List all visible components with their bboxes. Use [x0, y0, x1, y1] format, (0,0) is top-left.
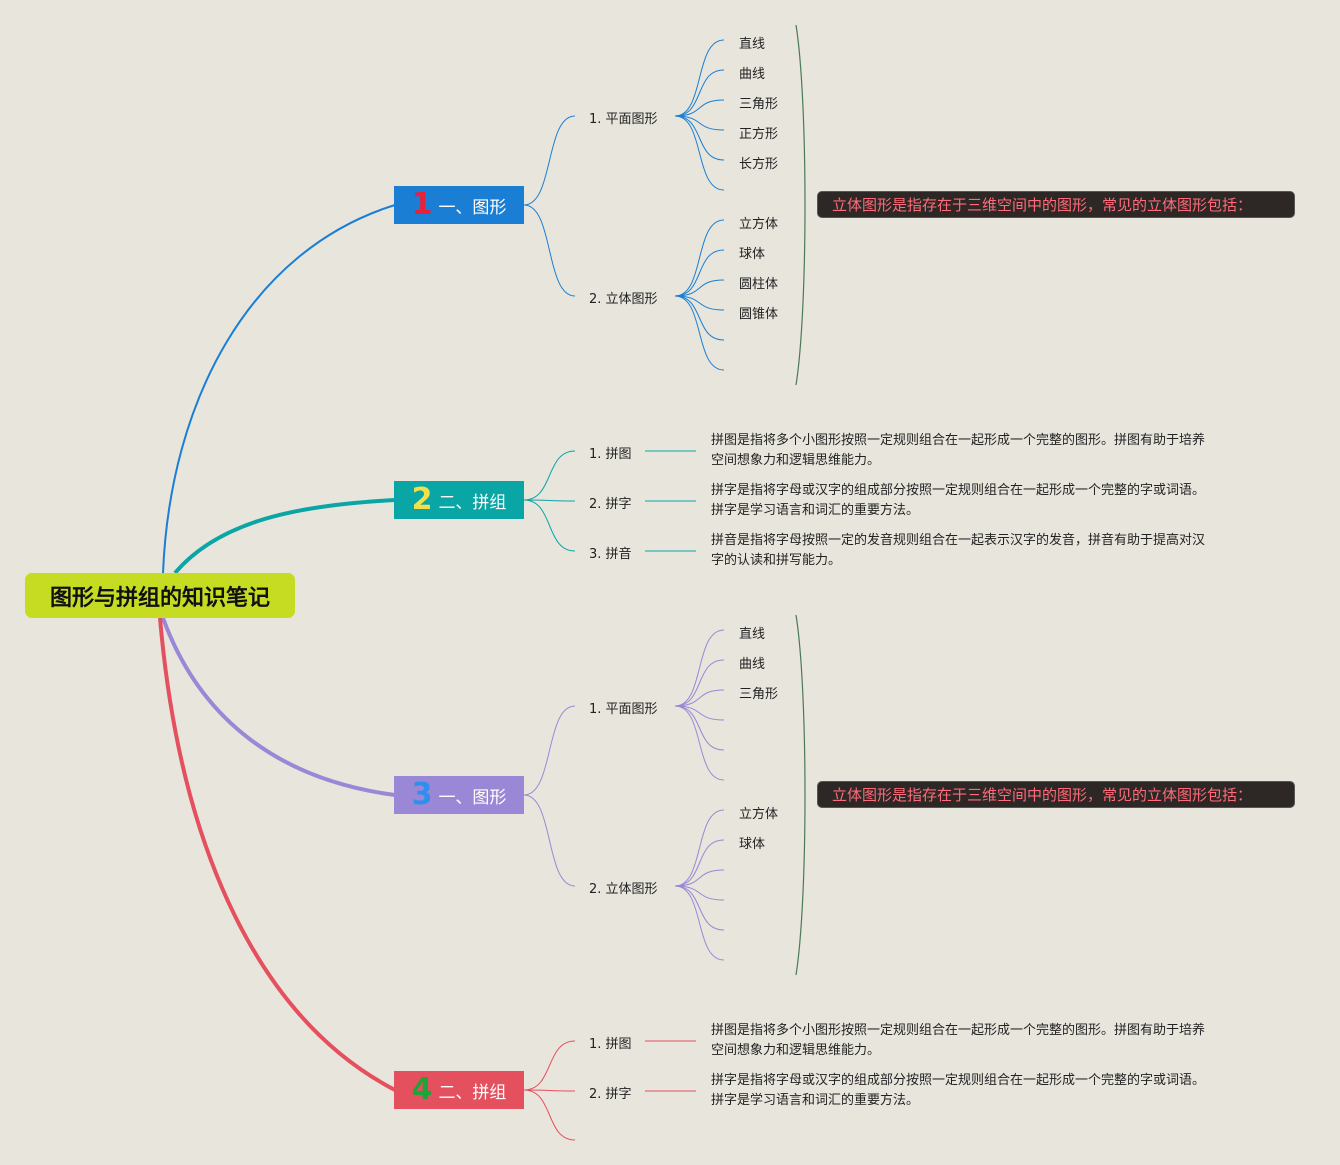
branch-4-topic[interactable]: 4 二、拼组	[394, 1071, 524, 1109]
branch-number: 1	[411, 187, 433, 222]
leaf-item[interactable]: 圆锥体	[739, 307, 779, 322]
subtopic-spelling[interactable]: 2. 拼字	[589, 1087, 632, 1102]
subtopic-connector	[523, 794, 576, 887]
subtopic-connector	[523, 499, 576, 552]
leaf-connector	[674, 705, 725, 721]
branch-label: 二、拼组	[438, 1082, 507, 1103]
root-topic[interactable]: 图形与拼组的知识笔记	[25, 573, 295, 618]
leaf-item[interactable]: 直线	[739, 627, 766, 642]
branch-1-topic[interactable]: 1 一、图形	[394, 186, 524, 224]
subtopic-connector	[523, 499, 576, 502]
root-connector	[158, 617, 396, 1092]
leaf-connector	[674, 115, 725, 191]
leaf-connector	[674, 39, 725, 117]
leaf-item[interactable]: 直线	[739, 37, 766, 52]
leaf-connector	[674, 99, 725, 117]
leaf-connector	[674, 885, 725, 961]
leaf-connector	[674, 689, 725, 707]
leaf-item[interactable]: 立方体	[739, 807, 779, 822]
leaf-connector	[674, 295, 725, 371]
callout-text: 立体图形是指存在于三维空间中的图形，常见的立体图形包括：	[832, 786, 1253, 804]
subtopic-puzzle[interactable]: 1. 拼图	[589, 447, 632, 462]
summary-bracket	[795, 614, 806, 976]
leaf-connector	[674, 629, 725, 707]
leaf-item[interactable]: 三角形	[739, 687, 779, 702]
summary-callout[interactable]: 立体图形是指存在于三维空间中的图形，常见的立体图形包括：	[817, 191, 1295, 218]
subtopic-solid-shapes[interactable]: 2. 立体图形	[589, 882, 658, 897]
leaf-connector	[674, 69, 725, 117]
leaf-item[interactable]: 正方形	[739, 127, 779, 142]
leaf-connector	[674, 295, 725, 341]
branch-number: 2	[411, 482, 433, 517]
subtopic-connector	[523, 705, 576, 796]
subtopic-pinyin[interactable]: 3. 拼音	[589, 547, 632, 562]
leaf-connector	[674, 279, 725, 297]
subtopic-connector	[523, 1089, 576, 1141]
leaf-connector	[674, 885, 725, 931]
leaf-item[interactable]: 曲线	[739, 657, 766, 672]
summary-callout[interactable]: 立体图形是指存在于三维空间中的图形，常见的立体图形包括：	[817, 781, 1295, 808]
root-connector	[162, 204, 396, 574]
leaf-connector	[674, 839, 725, 887]
summary-bracket	[795, 24, 806, 386]
branch-2-topic[interactable]: 2 二、拼组	[394, 481, 524, 519]
leaf-connector	[674, 249, 725, 297]
leaf-connector	[674, 295, 725, 311]
leaf-connector	[674, 869, 725, 887]
callout-text: 立体图形是指存在于三维空间中的图形，常见的立体图形包括：	[832, 196, 1253, 214]
description-text: 拼图是指将多个小图形按照一定规则组合在一起形成一个完整的图形。拼图有助于培养空间…	[711, 1023, 1206, 1058]
root-title: 图形与拼组的知识笔记	[49, 585, 270, 611]
leaf-item[interactable]: 立方体	[739, 217, 779, 232]
leaf-connector	[674, 885, 725, 901]
leaf-item[interactable]: 长方形	[739, 157, 779, 172]
subtopic-connector	[523, 115, 576, 206]
leaf-connector	[674, 115, 725, 131]
branch-3-topic[interactable]: 3 一、图形	[394, 776, 524, 814]
leaf-item[interactable]: 球体	[739, 837, 766, 852]
description-text: 拼字是指将字母或汉字的组成部分按照一定规则组合在一起形成一个完整的字或词语。拼字…	[711, 483, 1206, 518]
subtopic-solid-shapes[interactable]: 2. 立体图形	[589, 292, 658, 307]
branch-number: 3	[411, 777, 433, 812]
subtopic-connector	[523, 1089, 576, 1092]
branch-label: 一、图形	[438, 787, 507, 808]
subtopic-plane-shapes[interactable]: 1. 平面图形	[589, 702, 658, 717]
leaf-item[interactable]: 球体	[739, 247, 766, 262]
root-connector	[161, 617, 396, 797]
subtopic-plane-shapes[interactable]: 1. 平面图形	[589, 112, 658, 127]
subtopic-connector	[523, 1040, 576, 1091]
leaf-connector	[674, 705, 725, 781]
leaf-connector	[674, 809, 725, 887]
leaf-connector	[674, 705, 725, 751]
leaf-connector	[674, 219, 725, 297]
leaf-item[interactable]: 三角形	[739, 97, 779, 112]
root-connector	[173, 498, 396, 575]
branch-label: 一、图形	[438, 197, 507, 218]
subtopic-connector	[523, 450, 576, 501]
subtopic-puzzle[interactable]: 1. 拼图	[589, 1037, 632, 1052]
leaf-connector	[674, 659, 725, 707]
description-text: 拼字是指将字母或汉字的组成部分按照一定规则组合在一起形成一个完整的字或词语。拼字…	[711, 1073, 1206, 1108]
subtopic-connector	[523, 204, 576, 297]
description-text: 拼图是指将多个小图形按照一定规则组合在一起形成一个完整的图形。拼图有助于培养空间…	[711, 433, 1206, 468]
description-text: 拼音是指将字母按照一定的发音规则组合在一起表示汉字的发音，拼音有助于提高对汉字的…	[711, 533, 1206, 568]
branch-label: 二、拼组	[438, 492, 507, 513]
leaf-connector	[674, 115, 725, 161]
leaf-item[interactable]: 曲线	[739, 67, 766, 82]
branch-number: 4	[411, 1072, 433, 1107]
subtopic-spelling[interactable]: 2. 拼字	[589, 497, 632, 512]
leaf-item[interactable]: 圆柱体	[739, 277, 779, 292]
